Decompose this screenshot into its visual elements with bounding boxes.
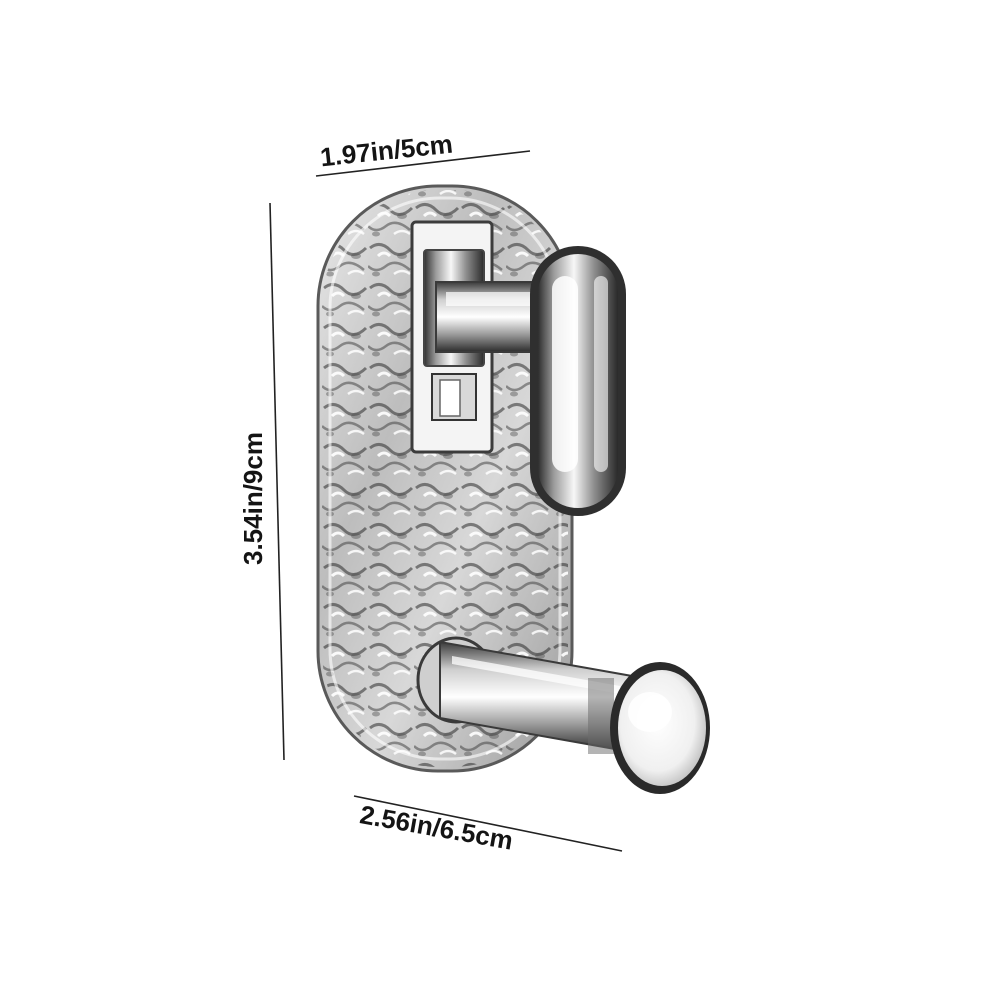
dimension-line-bottom [353, 795, 623, 852]
lower-hook-bar [416, 636, 633, 754]
dimension-label-left: 3.54in/9cm [238, 432, 268, 565]
upper-hook-bracket [410, 220, 549, 454]
lower-hook-knob [610, 662, 710, 794]
dimension-label-bottom: 2.56in/6.5cm [358, 799, 516, 855]
dimension-height-group: 3.54in/9cm [238, 202, 285, 761]
dimension-line-left [269, 202, 285, 761]
dimension-depth-group: 2.56in/6.5cm [353, 795, 623, 856]
dimension-width-group: 1.97in/5cm [315, 129, 531, 177]
dimension-line-top [315, 150, 531, 177]
dimension-label-top: 1.97in/5cm [319, 129, 454, 173]
upper-hook-capsule [530, 246, 626, 516]
